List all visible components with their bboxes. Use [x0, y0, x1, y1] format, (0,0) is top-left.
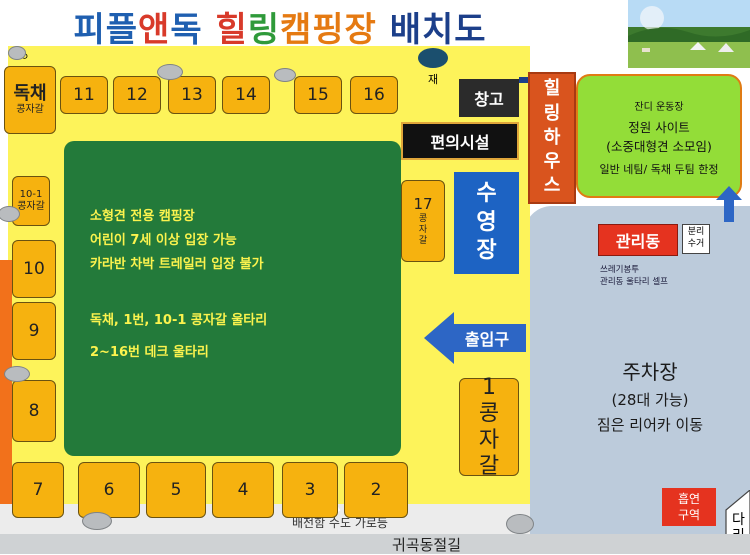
rock — [8, 46, 26, 60]
site-17[interactable]: 17 콩자갈 — [401, 180, 445, 262]
site-12[interactable]: 12 — [113, 76, 161, 114]
site-dokchae-sub: 콩자갈 — [16, 103, 44, 115]
left-border-strip — [0, 260, 12, 504]
recycle-label: 분리수거 — [687, 227, 705, 249]
convenience-facility[interactable]: 편의시설 — [401, 122, 519, 160]
title-part: 링 — [247, 10, 280, 50]
map-title: 피플앤독 힐링캠핑장 배치도 — [0, 2, 560, 50]
site-3[interactable]: 3 — [282, 462, 338, 518]
site-5[interactable]: 5 — [146, 462, 206, 518]
parking-title: 주차장 — [622, 360, 678, 384]
field-note-line: 카라반 차박 트레일러 입장 불가 — [90, 257, 264, 272]
site-15[interactable]: 15 — [294, 76, 342, 114]
parking-note: 짐은 리어카 이동 — [596, 416, 704, 434]
warehouse[interactable]: 창고 — [459, 79, 519, 117]
site-2[interactable]: 2 — [344, 462, 408, 518]
campsite-photo — [628, 0, 750, 68]
site-10[interactable]: 10 — [12, 240, 56, 298]
site-11[interactable]: 11 — [60, 76, 108, 114]
utility-label: 배전함 수도 가로등 — [292, 516, 388, 530]
road-label: 귀곡동절길 — [392, 536, 462, 554]
field-note-line — [90, 277, 401, 301]
parking-text: 주차장 (28대 가능) 짐은 리어카 이동 — [560, 356, 740, 435]
rock — [506, 514, 534, 534]
healing-house-label: 힐링하우스 — [543, 78, 561, 197]
road — [0, 534, 750, 554]
healing-house[interactable]: 힐링하우스 — [528, 72, 576, 204]
rock — [157, 64, 183, 80]
entrance-label[interactable]: 출입구 — [464, 330, 510, 349]
corner-note: ㅇ — [20, 52, 30, 63]
lawn-line-2: 정원 사이트 — [628, 120, 690, 135]
rock — [82, 512, 112, 530]
title-part: 앤 — [138, 10, 171, 50]
garbage-note: 쓰레기봉투 관리동 울타리 셀프 — [600, 265, 668, 288]
rock — [274, 68, 296, 82]
arrow-up-icon — [716, 186, 742, 222]
field-note-line: 2~16번 데크 울타리 — [90, 345, 209, 360]
lawn-line-4: 일반 네팀/ 독채 두팀 한정 — [599, 163, 719, 176]
field-note-line: 소형견 전용 캠핑장 — [90, 209, 195, 224]
lawn-playground[interactable]: 잔디 운동장 정원 사이트 (소중대형견 소모임) 일반 네팀/ 독채 두팀 한… — [576, 74, 742, 198]
entrance-arrow-icon — [424, 312, 526, 364]
parking-capacity: (28대 가능) — [611, 391, 689, 409]
smoking-area[interactable]: 흡연구역 — [662, 488, 716, 526]
site-8[interactable]: 8 — [12, 380, 56, 442]
field-note-line: 독채, 1번, 10-1 콩자갈 울타리 — [90, 313, 268, 328]
site-1[interactable]: 1 콩자갈 — [459, 375, 519, 479]
title-part: 피플 — [73, 10, 139, 50]
office-building[interactable]: 관리동 — [598, 224, 678, 256]
title-part: 캠핑장 — [280, 10, 390, 50]
lawn-line-1: 잔디 운동장 — [634, 102, 684, 113]
pool-label: 수영장 — [476, 181, 497, 264]
site-9[interactable]: 9 — [12, 302, 56, 360]
parking-lot[interactable] — [524, 206, 750, 536]
field-note-line: 어린이 7세 이상 입장 가능 — [90, 233, 237, 248]
site-dokchae-title: 독채 — [13, 82, 47, 104]
swimming-pool[interactable]: 수영장 — [454, 172, 519, 274]
site-14[interactable]: 14 — [222, 76, 270, 114]
site-16[interactable]: 16 — [350, 76, 398, 114]
site-1-sub: 콩자갈 — [478, 401, 500, 479]
recycle-bin[interactable]: 분리수거 — [682, 224, 710, 254]
rock — [0, 206, 20, 222]
lawn-line-3: (소중대형견 소모임) — [606, 139, 712, 154]
site-4[interactable]: 4 — [212, 462, 274, 518]
site-10-1-title: 10-1 — [19, 188, 43, 200]
title-part: 배치도 — [389, 10, 487, 50]
rock — [4, 366, 30, 382]
site-dokchae[interactable]: 독채 콩자갈 — [4, 66, 56, 134]
site-10-1-sub: 콩자갈 — [17, 201, 45, 212]
site-17-sub: 콩자갈 — [418, 214, 428, 246]
site-17-title: 17 — [413, 195, 433, 214]
site-13[interactable]: 13 — [168, 76, 216, 114]
dog-label: 재 — [428, 73, 439, 86]
tent-illustration — [628, 6, 750, 52]
dog-marker — [418, 48, 448, 68]
site-7[interactable]: 7 — [12, 462, 64, 518]
title-part: 힐 — [215, 10, 248, 50]
site-6[interactable]: 6 — [78, 462, 140, 518]
site-1-title: 1 — [482, 374, 496, 400]
smoking-label: 흡연구역 — [677, 492, 701, 522]
title-part: 독 — [170, 10, 216, 50]
